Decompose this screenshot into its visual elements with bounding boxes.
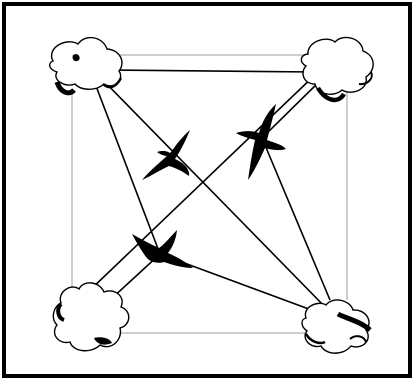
line-tr-bl bbox=[88, 72, 318, 292]
bird-right bbox=[236, 104, 286, 180]
line-tl-tr bbox=[110, 70, 315, 72]
cloud-top-left bbox=[50, 38, 122, 93]
line-tl-mid bbox=[96, 86, 160, 254]
connections bbox=[88, 70, 330, 315]
bird-left bbox=[142, 130, 190, 180]
bird-bottom bbox=[132, 230, 193, 268]
line-tl-br bbox=[95, 72, 330, 312]
line-bird-br bbox=[262, 138, 330, 300]
cloud-bottom-left bbox=[53, 283, 128, 351]
cloud-bottom-right bbox=[302, 300, 370, 353]
cloud-top-right bbox=[301, 37, 373, 100]
